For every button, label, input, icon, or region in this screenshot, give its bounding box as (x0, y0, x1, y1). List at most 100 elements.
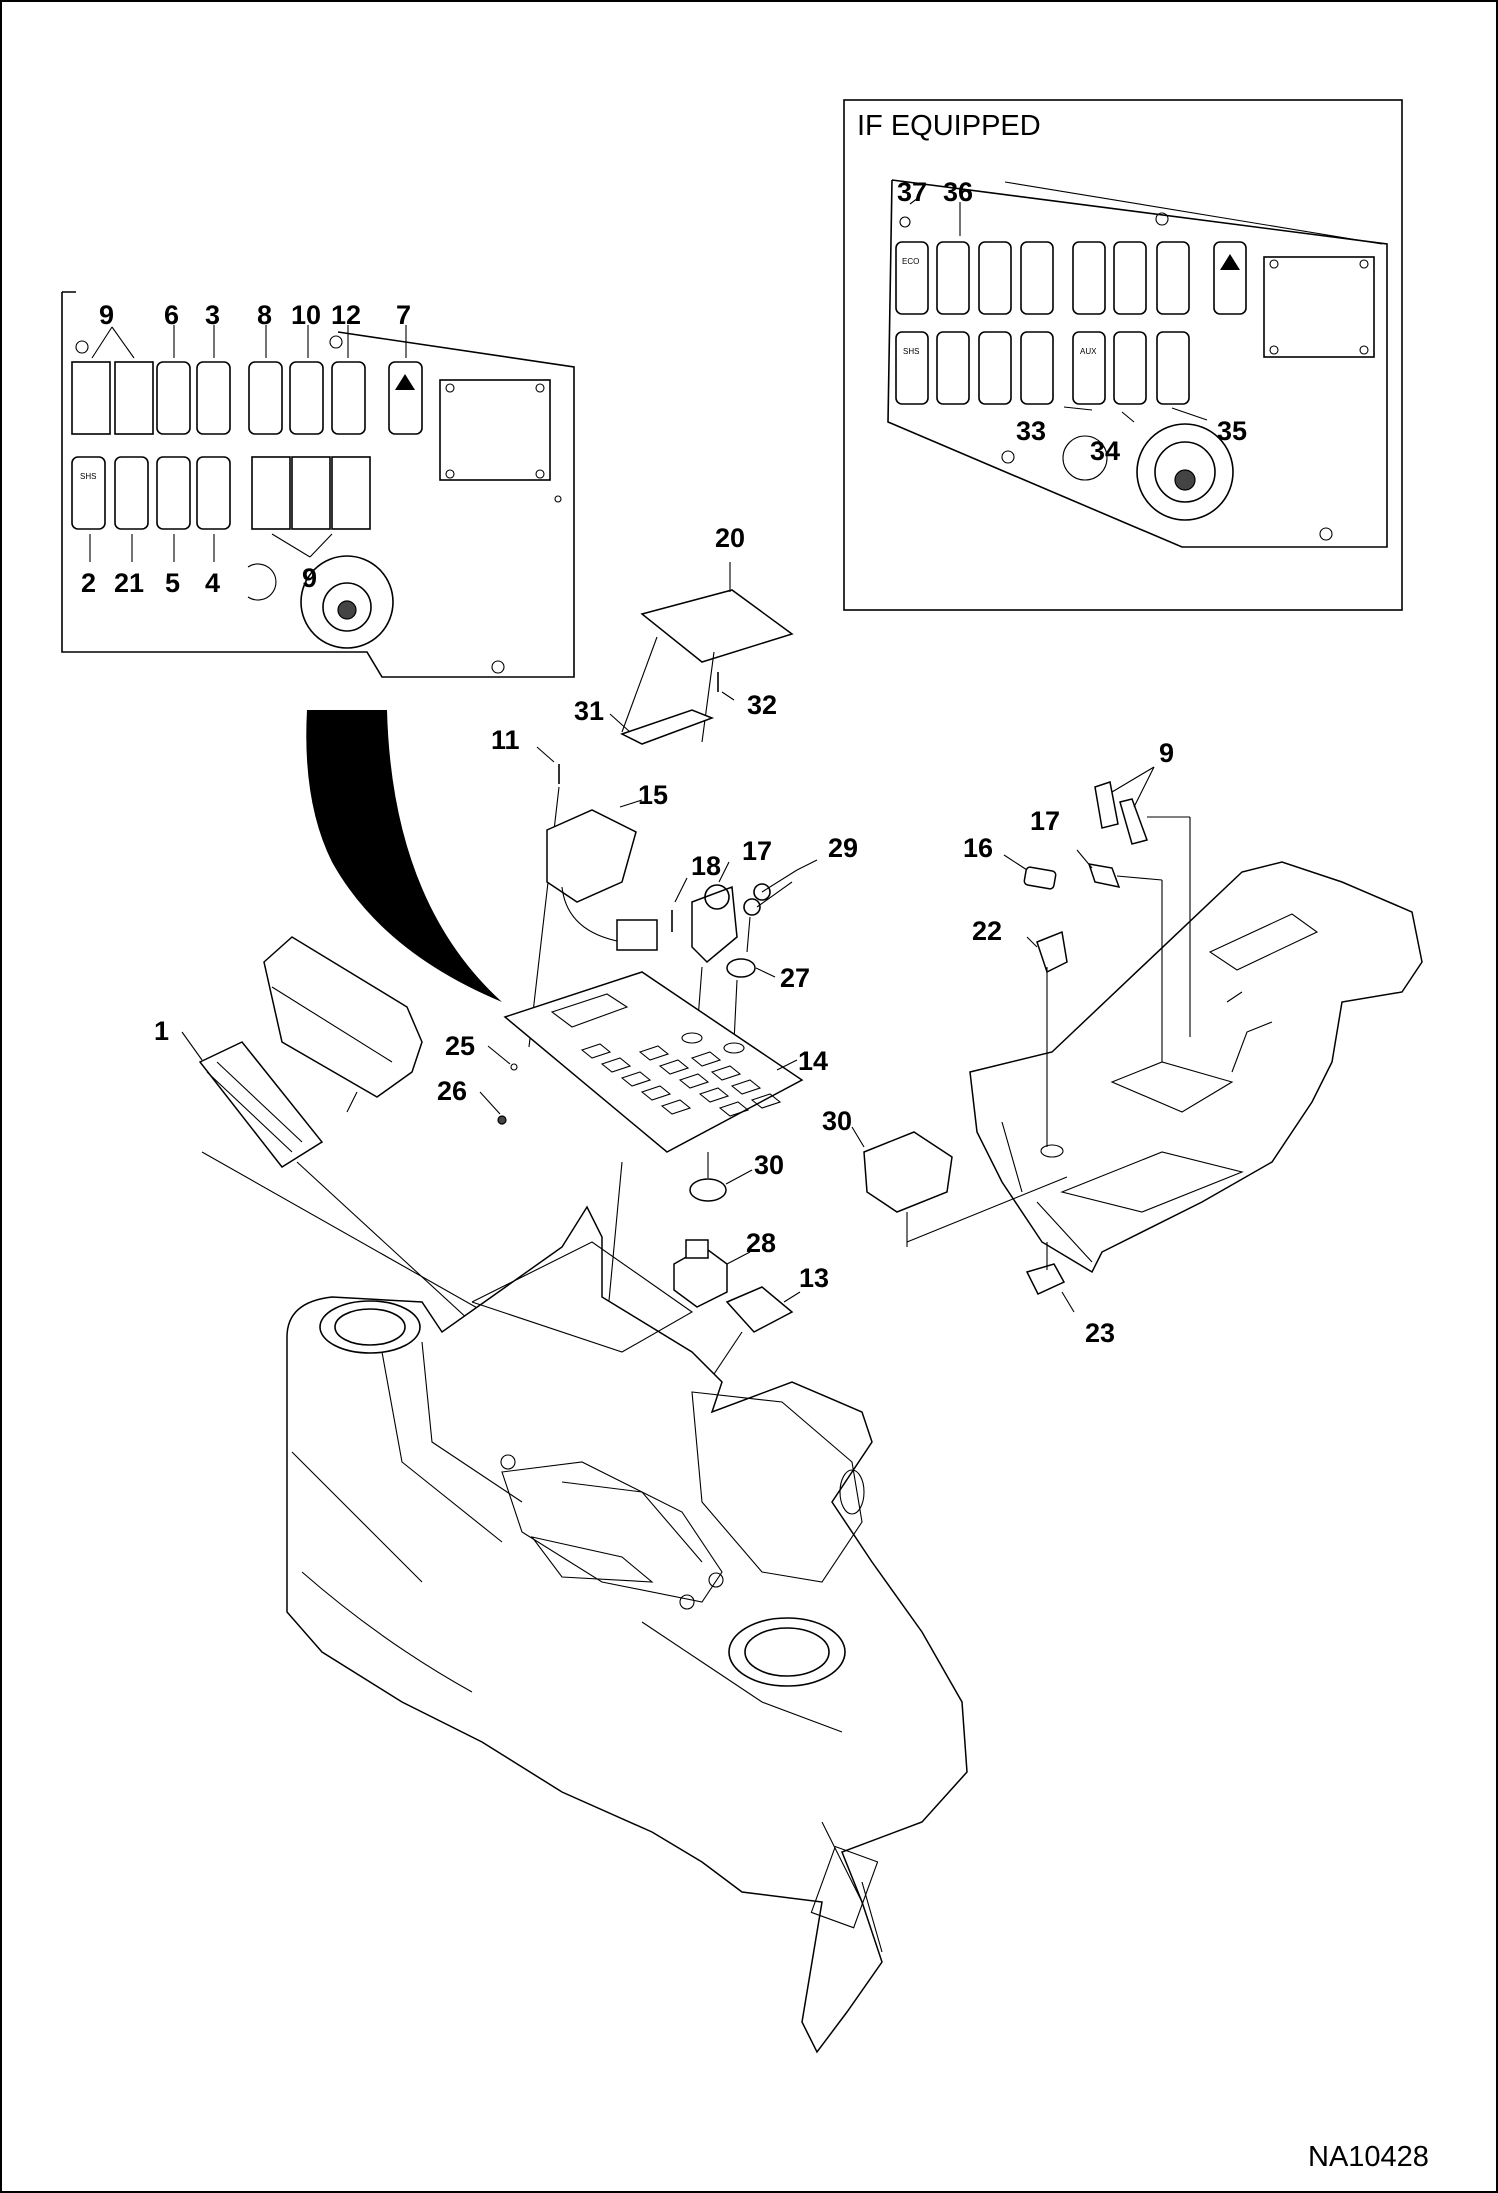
main-switch-8[interactable] (248, 361, 283, 435)
blank-cover-a (71, 361, 111, 435)
callout-8: 8 (257, 300, 272, 330)
callout-9-lower: 9 (302, 563, 317, 593)
document-id: NA10428 (1308, 2141, 1429, 2173)
callout-34: 34 (1090, 436, 1120, 466)
beacon-switch[interactable] (936, 241, 970, 315)
inset-switch-h[interactable] (1156, 331, 1190, 405)
right-console (906, 861, 1423, 1274)
inset-switch-panel: ECO SHS AUX (887, 179, 1388, 548)
callout-20: 20 (715, 523, 745, 553)
part-20-cover (640, 589, 794, 663)
callout-4: 4 (205, 568, 220, 598)
callout-35: 35 (1217, 416, 1247, 446)
callout-1: 1 (154, 1016, 169, 1046)
inset-switch-g[interactable] (1113, 331, 1147, 405)
part-30-cup-holder (863, 1131, 953, 1213)
callout-18: 17 (742, 836, 772, 866)
part-9-cover-a (1094, 781, 1119, 829)
display-housing (263, 936, 423, 1098)
part-14-panel-plate (503, 971, 804, 1153)
blank-cover-e (331, 456, 371, 530)
inset-switch-f[interactable] (1020, 331, 1054, 405)
hazard-switch-inset[interactable] (1213, 241, 1247, 315)
part-17-switch-cover (1087, 863, 1121, 889)
callout-32: 32 (747, 690, 777, 720)
main-switch-12[interactable] (331, 361, 366, 435)
callout-26: 28 (746, 1228, 776, 1258)
callout-23: 23 (1085, 1318, 1115, 1348)
inset-switch-c[interactable] (1156, 241, 1190, 315)
inset-switch-a[interactable] (1072, 241, 1106, 315)
callout-15: 15 (638, 780, 668, 810)
inset-switch-d[interactable] (936, 331, 970, 405)
inset-title: IF EQUIPPED (857, 110, 1041, 142)
hazard-triangle-icon (1220, 254, 1240, 270)
callout-19: 18 (691, 851, 721, 881)
shs-switch-inset[interactable] (895, 331, 929, 405)
callout-22: 22 (972, 916, 1002, 946)
main-switch-10[interactable] (289, 361, 324, 435)
blank-cover-c (251, 456, 291, 530)
aux-switch-label: AUX (1080, 347, 1097, 356)
callout-3: 3 (205, 300, 220, 330)
wiper-switch-main[interactable] (196, 361, 231, 435)
blank-cover-d (291, 456, 331, 530)
wiper-switch-top[interactable] (1020, 241, 1054, 315)
eco-switch[interactable] (895, 241, 929, 315)
callout-7: 7 (396, 300, 411, 330)
part-9-cover-b (1119, 798, 1148, 845)
callout-13: 13 (799, 1263, 829, 1293)
part-29-bezel (689, 1178, 727, 1202)
callout-17: 17 (1030, 806, 1060, 836)
part-13-connector (725, 1286, 794, 1333)
callout-6: 6 (164, 300, 179, 330)
main-switch-panel: SHS (61, 291, 575, 678)
detail-arrow (306, 710, 502, 1002)
part-23-switch (1025, 1263, 1066, 1295)
callout-25: 26 (437, 1076, 467, 1106)
aux-switch[interactable] (1072, 331, 1106, 405)
inset-switch-b[interactable] (1113, 241, 1147, 315)
part-15-box (546, 809, 637, 903)
part-1-display (198, 1041, 324, 1168)
main-switch-5[interactable] (156, 456, 191, 530)
seat-console-frame (286, 1205, 968, 2054)
hazard-switch-main[interactable] (388, 361, 423, 435)
inset-switch-e[interactable] (978, 331, 1012, 405)
callout-10: 10 (291, 300, 321, 330)
shs-switch-main-label: SHS (80, 472, 96, 481)
callout-14: 14 (798, 1046, 828, 1076)
rear-light-switch[interactable] (978, 241, 1012, 315)
main-switch-4[interactable] (196, 456, 231, 530)
callout-5: 5 (165, 568, 180, 598)
hazard-triangle-icon-main (395, 374, 415, 390)
callout-29: 30 (754, 1150, 784, 1180)
callout-33: 33 (1016, 416, 1046, 446)
callout-31: 31 (574, 696, 604, 726)
part-31-bracket (620, 709, 715, 745)
callout-21: 21 (114, 568, 144, 598)
callout-16: 16 (963, 833, 993, 863)
callout-2: 2 (81, 568, 96, 598)
callout-11: 11 (491, 725, 520, 755)
shs-switch-inset-label: SHS (903, 347, 919, 356)
rear-light-switch-main[interactable] (156, 361, 191, 435)
part-18-ignition (691, 885, 738, 964)
callout-36: 36 (943, 177, 973, 207)
shs-switch-main[interactable] (71, 456, 106, 530)
if-equipped-box (843, 99, 1403, 611)
part-16-bezel (1023, 866, 1057, 890)
callout-28: 29 (828, 833, 858, 863)
callout-12: 12 (331, 300, 361, 330)
part-27-nut (726, 958, 756, 978)
callout-30: 30 (822, 1106, 852, 1136)
eco-switch-label: ECO (902, 257, 919, 266)
callout-24: 25 (445, 1031, 475, 1061)
main-switch-21[interactable] (114, 456, 149, 530)
callout-9-top: 9 (99, 300, 114, 330)
callout-27: 27 (780, 963, 810, 993)
part-22-rotary (1036, 930, 1068, 974)
panel-plate-slots (580, 1043, 782, 1117)
